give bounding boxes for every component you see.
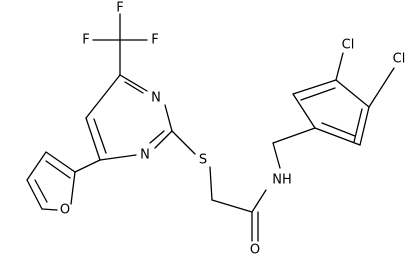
bond-n1-c6 <box>99 154 137 161</box>
atom-labels: F F F N N S O O NH Cl Cl <box>60 1 405 258</box>
bond-furan-c4-c5 <box>26 179 43 210</box>
atom-label-f-left: F <box>82 33 89 48</box>
bond-aryl-c3-c4 <box>335 79 370 108</box>
bond-aryl-c4-c5-double <box>353 108 363 143</box>
atom-label-n-ring-lower: N <box>140 148 150 163</box>
bond-carbonyl-nh <box>251 189 267 213</box>
bond-furan-c3-c4 <box>26 151 47 181</box>
bond-aryl-c1-c2 <box>292 93 316 129</box>
bond-ch2-aryl <box>272 127 316 144</box>
bond-furan-o-c2 <box>70 171 76 205</box>
bond-furan-c2-c3-double <box>45 160 71 179</box>
atom-label-o-furan: O <box>60 203 70 218</box>
bond-c2-n1-double <box>149 130 165 144</box>
bond-c2-s <box>171 130 196 155</box>
bond-c4-n3-double <box>124 81 144 94</box>
bond-aryl-cl-upper <box>335 52 344 81</box>
bond-aryl-cl-right <box>368 67 395 108</box>
atom-label-o-carbonyl: O <box>250 243 260 258</box>
bond-ring-furan <box>74 159 101 173</box>
bond-ch2-carbonyl <box>211 199 253 213</box>
bond-nh-ch2 <box>272 142 281 169</box>
atom-label-n-ring-upper: N <box>151 91 161 106</box>
bond-lines <box>26 13 395 242</box>
atom-label-f-right: F <box>151 33 158 48</box>
atom-label-cl-right: Cl <box>393 52 406 67</box>
bond-c4-n3 <box>119 74 148 92</box>
bond-aryl-c5-c6 <box>314 127 361 146</box>
bond-c5-c4 <box>85 74 121 119</box>
bond-s-ch2 <box>209 166 213 201</box>
atom-label-n-amide: NH <box>272 173 292 188</box>
bond-c2-n1 <box>154 130 173 149</box>
bond-c6-c5-double <box>93 118 107 154</box>
bond-furan-c2-c3 <box>45 151 76 173</box>
bond-aryl-c4-c5 <box>359 106 370 146</box>
bond-n3-c2 <box>164 104 173 132</box>
bond-aryl-c6-c1-double <box>321 122 356 137</box>
bond-c6-c5 <box>85 117 101 161</box>
bond-aryl-c2-c3 <box>292 79 337 95</box>
bond-aryl-c2-c3-double <box>300 87 336 101</box>
atom-label-s-thioether: S <box>199 153 207 168</box>
atom-label-cl-upper: Cl <box>342 38 355 53</box>
bond-furan-c5-o <box>41 208 58 211</box>
atom-label-f-top: F <box>116 1 123 16</box>
bond-furan-c4-c5-double <box>34 179 48 203</box>
